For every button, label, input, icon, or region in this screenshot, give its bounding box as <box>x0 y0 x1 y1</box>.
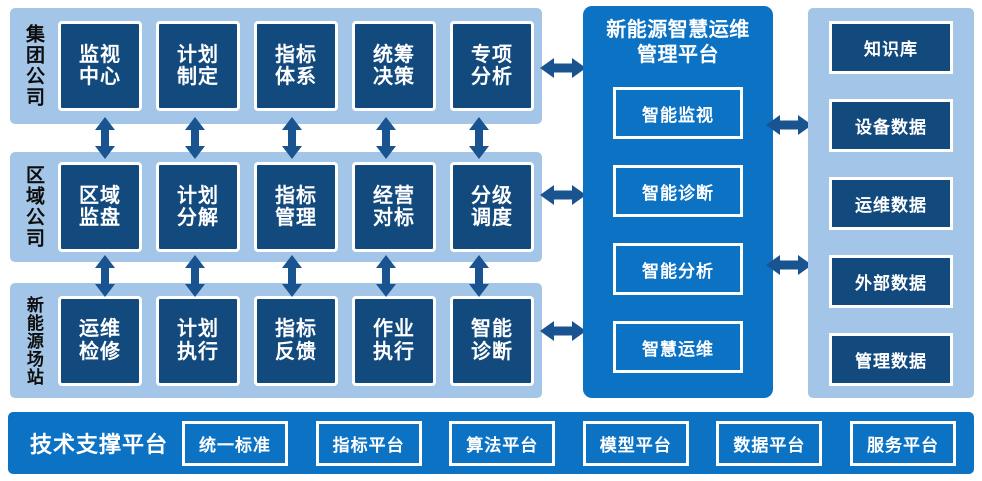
card-label-line2: 调度 <box>471 207 513 229</box>
card-station-1[interactable]: 计划 执行 <box>156 295 240 386</box>
card-label-line1: 指标 <box>275 318 317 341</box>
platform-item-smart-analysis[interactable]: 智能分析 <box>613 243 743 295</box>
card-label-line2: 中心 <box>79 66 121 88</box>
card-region-4[interactable]: 分级 调度 <box>450 162 534 252</box>
card-region-3[interactable]: 经营 对标 <box>352 162 436 252</box>
card-label-line2: 诊断 <box>471 340 513 363</box>
data-item-equipment-data[interactable]: 设备数据 <box>829 98 953 152</box>
card-label-line2: 监盘 <box>79 207 121 229</box>
data-item-om-data[interactable]: 运维数据 <box>829 176 953 230</box>
card-region-0[interactable]: 区域 监盘 <box>58 162 142 252</box>
central-platform-panel: 新能源智慧运维 管理平台 智能监视 智能诊断 智能分析 智慧运维 <box>583 6 773 398</box>
support-item-service-platform[interactable]: 服务平台 <box>849 420 956 466</box>
card-region-2[interactable]: 指标 管理 <box>254 162 338 252</box>
platform-item-smart-diagnosis[interactable]: 智能诊断 <box>613 165 743 217</box>
card-label-line2: 制定 <box>177 66 219 88</box>
org-band-label-station: 新能源场站 <box>23 295 43 386</box>
card-label-line2: 分解 <box>177 207 219 229</box>
card-label-line1: 区域 <box>79 184 121 207</box>
support-item-model-platform[interactable]: 模型平台 <box>582 420 689 466</box>
card-label-line2: 执行 <box>373 340 415 363</box>
card-label-line1: 计划 <box>177 184 219 207</box>
double-arrow-vertical-icon <box>468 255 490 297</box>
data-item-management-data[interactable]: 管理数据 <box>829 332 953 386</box>
card-label-line1: 计划 <box>177 318 219 341</box>
card-label-line2: 反馈 <box>275 340 317 363</box>
card-label-line2: 分析 <box>471 66 513 88</box>
double-arrow-vertical-icon <box>375 255 397 297</box>
org-band-cards-group: 监视 中心 计划 制定 指标 体系 统筹 决策 专项 分析 <box>56 8 542 124</box>
double-arrow-vertical-icon <box>468 117 490 159</box>
data-item-knowledge-base[interactable]: 知识库 <box>829 20 953 74</box>
double-arrow-vertical-icon <box>94 255 116 297</box>
platform-item-smart-om[interactable]: 智慧运维 <box>613 321 743 373</box>
card-label-line1: 统筹 <box>373 43 415 66</box>
card-label-line1: 监视 <box>79 43 121 66</box>
platform-item-smart-monitor[interactable]: 智能监视 <box>613 87 743 139</box>
card-label-line1: 智能 <box>471 318 513 341</box>
card-label-line1: 指标 <box>275 43 317 66</box>
card-station-2[interactable]: 指标 反馈 <box>254 295 338 386</box>
org-band-cards-station: 运维 检修 计划 执行 指标 反馈 作业 执行 智能 诊断 <box>56 283 542 398</box>
double-arrow-horizontal-icon <box>540 318 586 344</box>
double-arrow-vertical-icon <box>281 117 303 159</box>
card-group-3[interactable]: 统筹 决策 <box>352 21 436 111</box>
org-band-cards-region: 区域 监盘 计划 分解 指标 管理 经营 对标 分级 调度 <box>56 152 542 262</box>
support-item-unified-standard[interactable]: 统一标准 <box>182 420 289 466</box>
org-band-station: 新能源场站 运维 检修 计划 执行 指标 反馈 作业 执行 智能 <box>10 283 542 398</box>
double-arrow-vertical-icon <box>94 117 116 159</box>
support-item-algorithm-platform[interactable]: 算法平台 <box>449 420 556 466</box>
double-arrow-horizontal-icon <box>766 252 812 278</box>
double-arrow-vertical-icon <box>281 255 303 297</box>
card-group-2[interactable]: 指标 体系 <box>254 21 338 111</box>
card-label-line1: 作业 <box>373 318 415 341</box>
support-bar-title: 技术支撑平台 <box>30 432 169 457</box>
card-station-3[interactable]: 作业 执行 <box>352 295 436 386</box>
card-label-line1: 分级 <box>471 184 513 207</box>
double-arrow-horizontal-icon <box>540 182 586 208</box>
card-label-line2: 检修 <box>79 340 121 363</box>
card-label-line2: 执行 <box>177 340 219 363</box>
card-label-line1: 指标 <box>275 184 317 207</box>
org-band-group: 集团公司 监视 中心 计划 制定 指标 体系 统筹 决策 专项 <box>10 8 542 124</box>
card-label-line1: 经营 <box>373 184 415 207</box>
data-resources-panel: 知识库 设备数据 运维数据 外部数据 管理数据 <box>808 8 974 398</box>
double-arrow-horizontal-icon <box>540 55 586 81</box>
tech-support-bar: 技术支撑平台 统一标准 指标平台 算法平台 模型平台 数据平台 服务平台 <box>8 412 974 474</box>
card-region-1[interactable]: 计划 分解 <box>156 162 240 252</box>
org-band-region: 区域公司 区域 监盘 计划 分解 指标 管理 经营 对标 分级 <box>10 152 542 262</box>
card-station-0[interactable]: 运维 检修 <box>58 295 142 386</box>
org-band-label-region: 区域公司 <box>22 165 44 249</box>
card-group-0[interactable]: 监视 中心 <box>58 21 142 111</box>
card-group-1[interactable]: 计划 制定 <box>156 21 240 111</box>
card-label-line2: 管理 <box>275 207 317 229</box>
double-arrow-vertical-icon <box>375 117 397 159</box>
support-item-indicator-platform[interactable]: 指标平台 <box>315 420 422 466</box>
card-label-line1: 计划 <box>177 43 219 66</box>
data-item-external-data[interactable]: 外部数据 <box>829 254 953 308</box>
platform-title-line1: 新能源智慧运维 <box>606 19 750 41</box>
support-bar-items: 统一标准 指标平台 算法平台 模型平台 数据平台 服务平台 <box>182 420 974 466</box>
double-arrow-vertical-icon <box>184 117 206 159</box>
card-label-line2: 体系 <box>275 66 317 88</box>
card-group-4[interactable]: 专项 分析 <box>450 21 534 111</box>
card-label-line2: 决策 <box>373 66 415 88</box>
platform-title-line2: 管理平台 <box>637 44 719 66</box>
double-arrow-horizontal-icon <box>766 112 812 138</box>
platform-items-list: 智能监视 智能诊断 智能分析 智慧运维 <box>583 68 773 398</box>
org-band-label-group: 集团公司 <box>22 24 44 108</box>
support-item-data-platform[interactable]: 数据平台 <box>716 420 823 466</box>
card-label-line1: 运维 <box>79 318 121 341</box>
platform-title: 新能源智慧运维 管理平台 <box>606 18 750 68</box>
card-station-4[interactable]: 智能 诊断 <box>450 295 534 386</box>
card-label-line1: 专项 <box>471 43 513 66</box>
card-label-line2: 对标 <box>373 207 415 229</box>
double-arrow-vertical-icon <box>184 255 206 297</box>
